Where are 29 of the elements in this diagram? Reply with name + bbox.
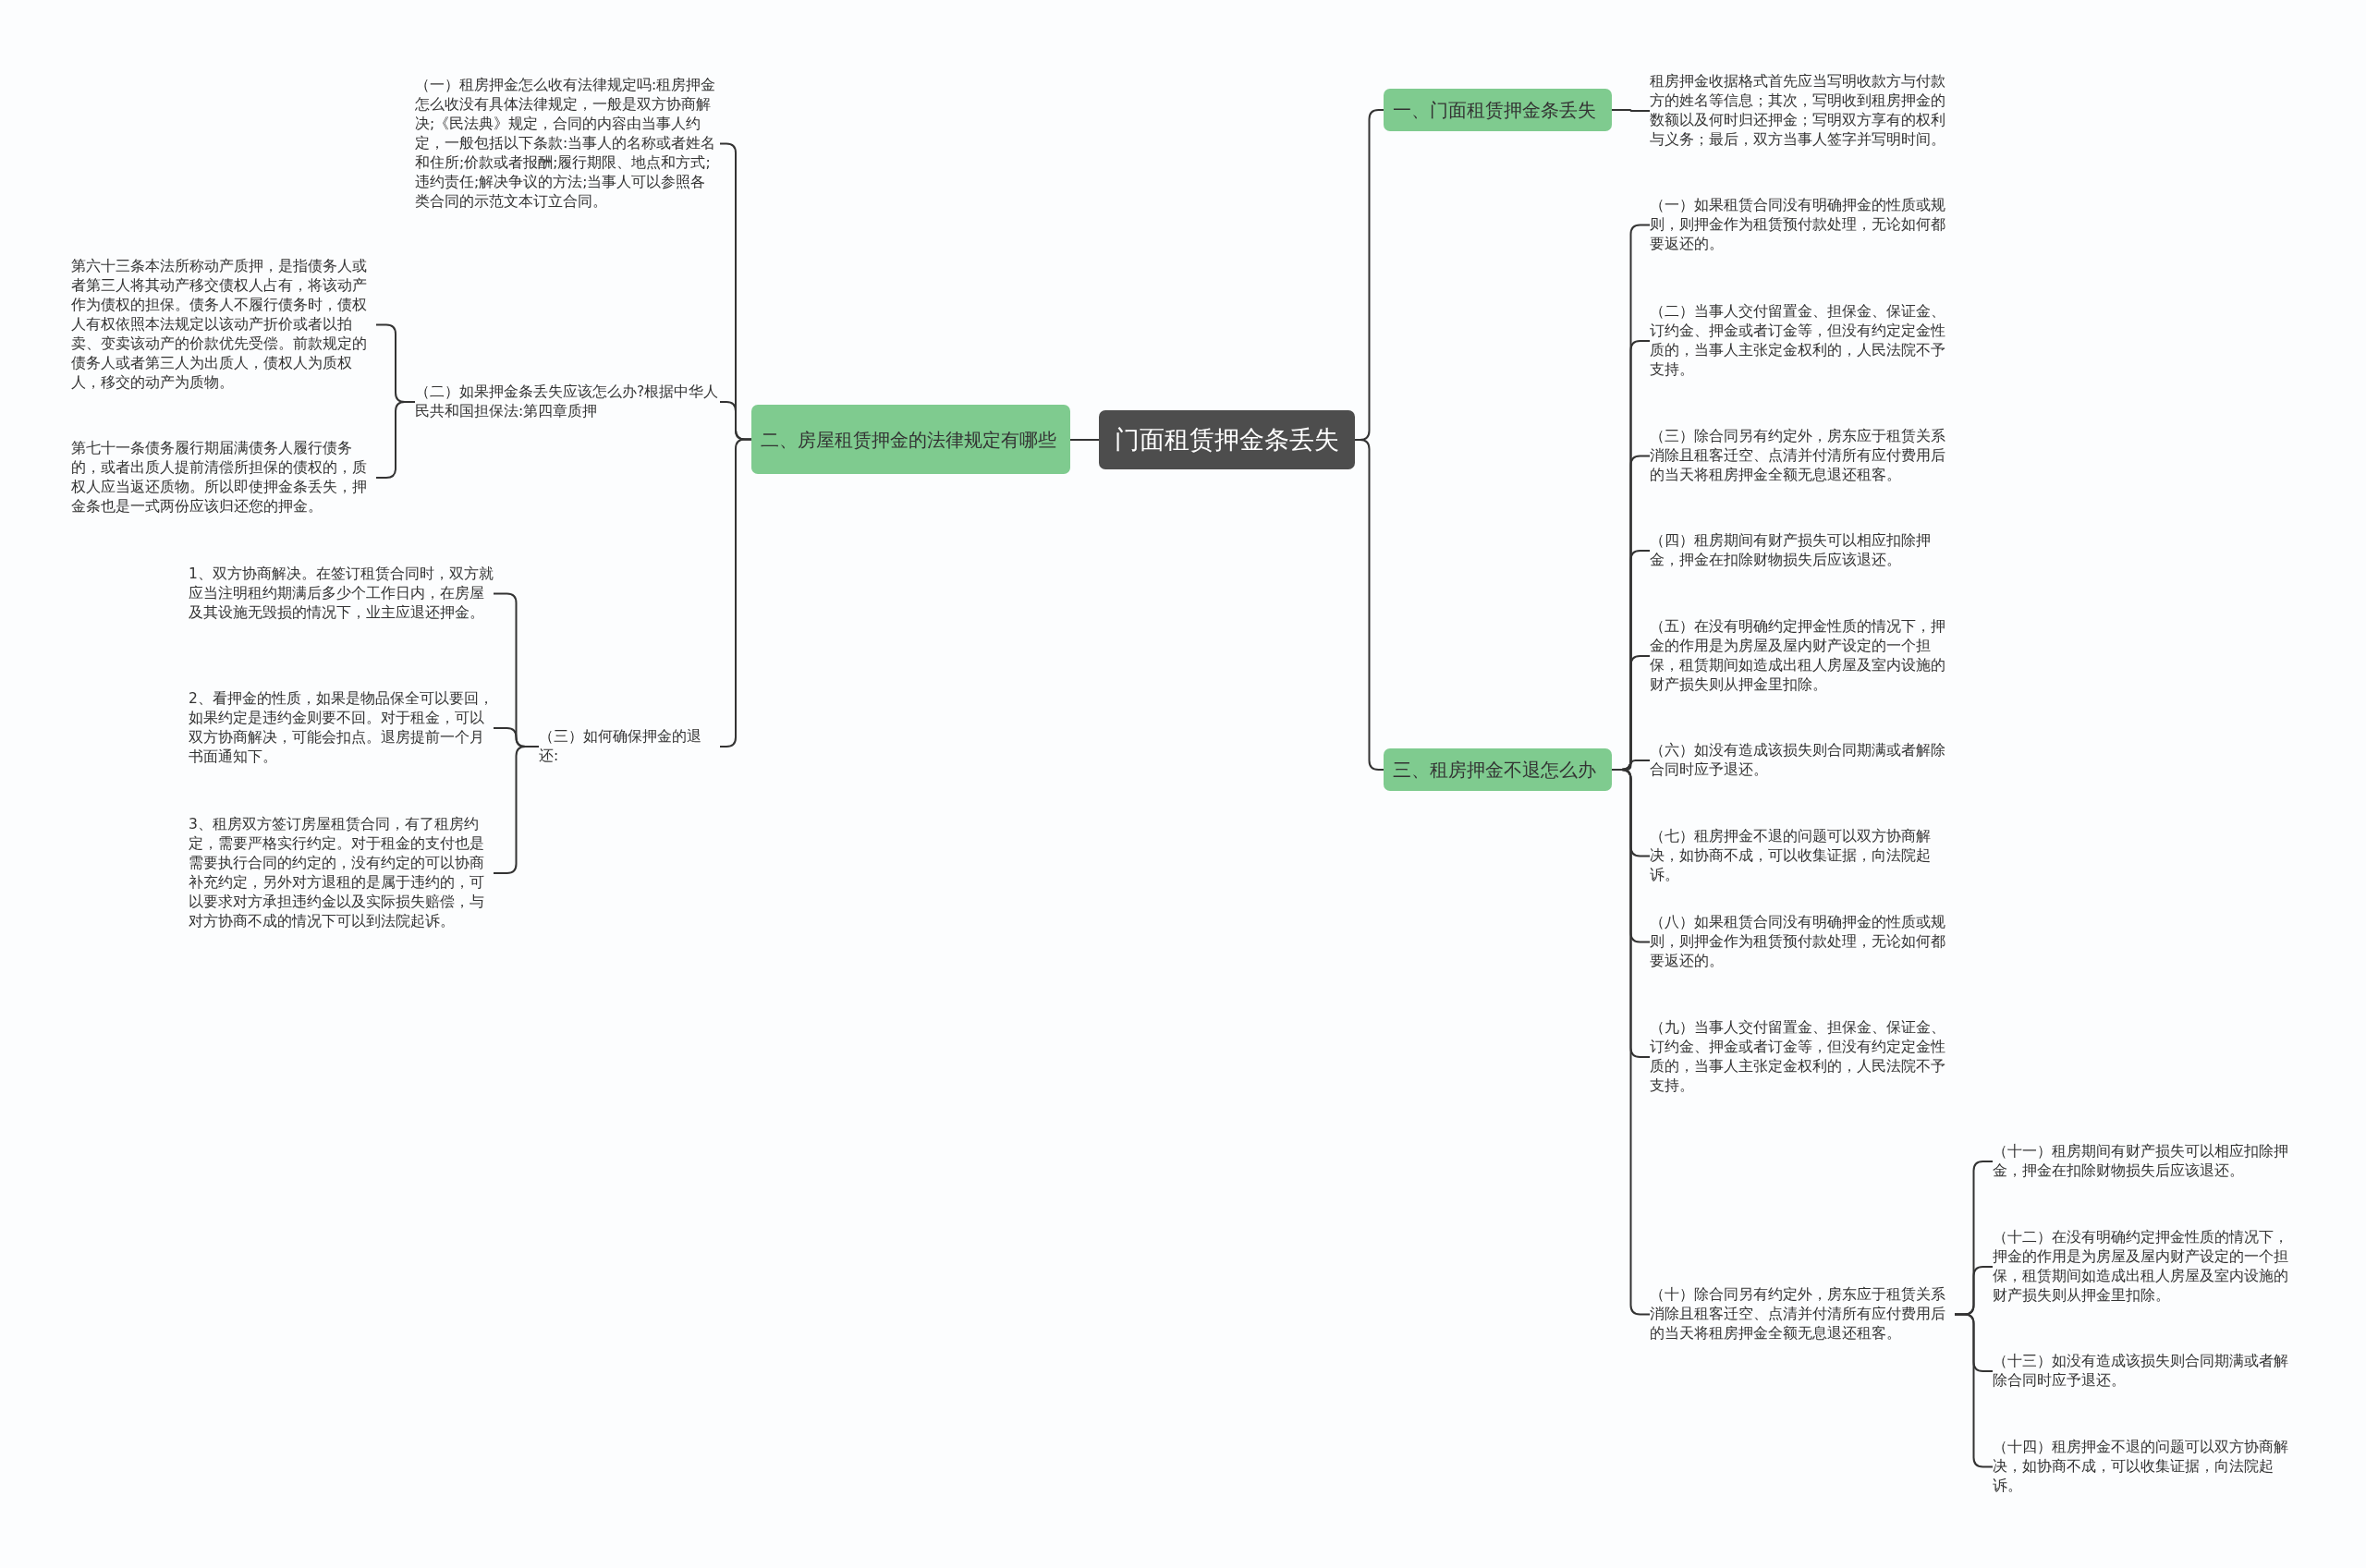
note-text: （十四）租房押金不退的问题可以双方协商解决，如协商不成，可以收集证据，向法院起诉。 [1993, 1438, 2299, 1496]
note-text: （一）如果租赁合同没有明确押金的性质或规则，则押金作为租赁预付款处理，无论如何都要返还的。 [1650, 196, 1955, 254]
note-text: （七）租房押金不退的问题可以双方协商解决，如协商不成，可以收集证据，向法院起诉。 [1650, 827, 1955, 885]
note-text: 3、租房双方签订房屋租赁合同，有了租房约定，需要严格实行约定。对于租金的支付也是需要执行合同的约定的，没有约定的可以协商补充约定，另外对方退租的是属于违约的，可以要求对方承担违约金以及实际损失赔偿，与对方协商不成的情况下可以到法院起诉。 [189, 815, 494, 931]
note-text: 租房押金收据格式首先应当写明收款方与付款方的姓名等信息；其次，写明收到租房押金的数额以及何时归还押金；写明双方享有的权利与义务；最后，双方当事人签字并写明时间。 [1650, 72, 1955, 150]
connector-line [1611, 109, 1651, 112]
note-text: （一）租房押金怎么收有法律规定吗:租房押金怎么收没有具体法律规定，一般是双方协商解决;《民法典》规定，合同的内容由当事人约定，一般包括以下条款:当事人的名称或者姓名和住所;价款或者报酬;履行期限、地点和方式;违约责任;解决争议的方法;当事人可以参照各类合同的示范文本订立合同。 [415, 76, 720, 212]
note-text: 1、双方协商解决。在签订租赁合同时，双方就应当注明租约期满后多少个工作日内，在房屋及其设施无毁损的情况下，业主应退还押金。 [189, 565, 494, 623]
note-text: 第七十一条债务履行期届满债务人履行债务的，或者出质人提前清偿所担保的债权的，质权人应当返还质物。所以即使押金条丢失，押金条也是一式两份应该归还您的押金。 [71, 439, 376, 517]
note-text: （八）如果租赁合同没有明确押金的性质或规则，则押金作为租赁预付款处理，无论如何都要返还的。 [1650, 913, 1955, 971]
note-text: （六）如没有造成该损失则合同期满或者解除合同时应予退还。 [1650, 741, 1955, 780]
note-text: （三）除合同另有约定外，房东应于租赁关系消除且租客迁空、点清并付清所有应付费用后的当天将租房押金全额无息退还租客。 [1650, 427, 1955, 485]
note-text: （十一）租房期间有财产损失可以相应扣除押金，押金在扣除财物损失后应该退还。 [1993, 1142, 2299, 1181]
note-text: 2、看押金的性质，如果是物品保全可以要回，如果约定是违约金则要不回。对于租金，可以双方协商解决，可能会扣点。退房提前一个月书面通知下。 [189, 689, 494, 767]
branch-topic-box: 二、房屋租赁押金的法律规定有哪些 [751, 405, 1070, 474]
note-text: （五）在没有明确约定押金性质的情况下，押金的作用是为房屋及屋内财产设定的一个担保，租赁期间如造成出租人房屋及室内设施的财产损失则从押金里扣除。 [1650, 617, 1955, 695]
note-text: （九）当事人交付留置金、担保金、保证金、订约金、押金或者订金等，但没有约定定金性质的，当事人主张定金权利的，人民法院不予支持。 [1650, 1018, 1955, 1096]
note-text: （三）如何确保押金的退还: [539, 727, 720, 766]
note-text: （十三）如没有造成该损失则合同期满或者解除合同时应予退还。 [1993, 1352, 2299, 1391]
note-text: 第六十三条本法所称动产质押，是指债务人或者第三人将其动产移交债权人占有，将该动产作为债权的担保。债务人不履行债务时，债权人有权依照本法规定以该动产折价或者以拍卖、变卖该动产的价款优先受偿。前款规定的债务人或者第三人为出质人，债权人为质权人，移交的动产为质物。 [71, 257, 376, 393]
note-text: （四）租房期间有财产损失可以相应扣除押金，押金在扣除财物损失后应该退还。 [1650, 531, 1955, 570]
note-text: （十二）在没有明确约定押金性质的情况下，押金的作用是为房屋及屋内财产设定的一个担保，租赁期间如造成出租人房屋及室内设施的财产损失则从押金里扣除。 [1993, 1228, 2299, 1306]
central-topic-box: 门面租赁押金条丢失 [1099, 410, 1355, 469]
note-text: （十）除合同另有约定外，房东应于租赁关系消除且租客迁空、点清并付清所有应付费用后的当天将租房押金全额无息退还租客。 [1650, 1285, 1955, 1343]
branch-topic-box: 三、租房押金不退怎么办 [1384, 748, 1612, 791]
branch-topic-box: 一、门面租赁押金条丢失 [1384, 89, 1612, 131]
note-text: （二）当事人交付留置金、担保金、保证金、订约金、押金或者订金等，但没有约定定金性质的，当事人主张定金权利的，人民法院不予支持。 [1650, 302, 1955, 380]
connector-line [1069, 439, 1100, 441]
note-text: （二）如果押金条丢失应该怎么办?根据中华人民共和国担保法:第四章质押 [415, 383, 720, 421]
